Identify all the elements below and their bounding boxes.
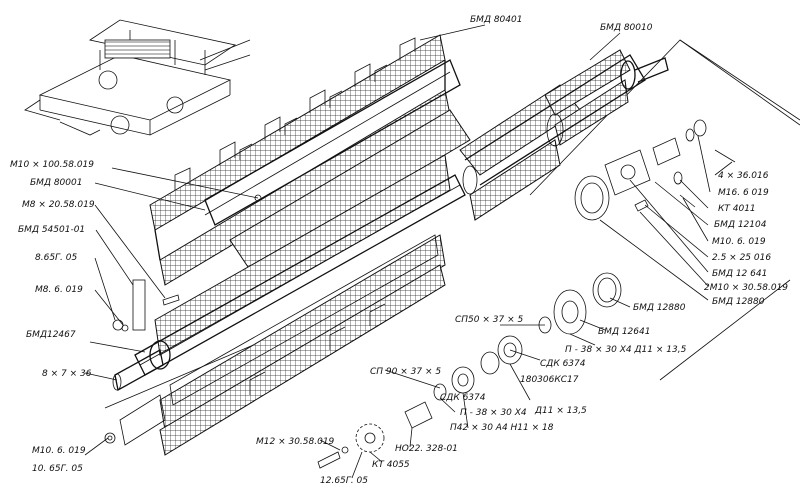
- label-sp90: СП 90 × 37 × 5: [370, 367, 441, 377]
- label-m10-100: М10 × 100.58.019: [10, 160, 94, 170]
- label-4x36: 4 × 36.016: [718, 171, 769, 181]
- bearing-group-frame: [104, 39, 800, 409]
- label-180306: 180306КС17: [520, 375, 579, 385]
- upper-beater-roll: [459, 49, 669, 221]
- label-sdk6374b: СДК 6374: [440, 393, 486, 403]
- label-shaft: 8 × 7 × 36: [42, 369, 92, 379]
- label-bmd80010: БМД 80010: [600, 23, 653, 33]
- upper-beater-frame: [149, 34, 471, 286]
- label-kt4011: КТ 4011: [718, 204, 756, 214]
- label-no22: НО22. 328-01: [395, 444, 458, 454]
- label-p865: 8.65Г. 05: [35, 253, 78, 263]
- label-m106: М10. 6. 019: [32, 446, 86, 456]
- label-p1265: 12.65Г. 05: [320, 476, 368, 486]
- label-bmd12880b: БМД 12880: [712, 297, 765, 307]
- label-kt4055: КТ 4055: [372, 460, 410, 470]
- label-sdk6374a: СДК 6374: [540, 359, 586, 369]
- label-p1065: 10. 65Г. 05: [32, 464, 83, 474]
- label-m86: М8. 6. 019: [35, 285, 83, 295]
- machine-overview-sketch: [24, 19, 251, 136]
- label-bmd80401: БМД 80401: [470, 15, 522, 25]
- label-d11b: Д11 × 13,5: [534, 406, 587, 416]
- label-bmd54501: БМД 54501-01: [18, 225, 85, 235]
- label-bmd80001: БМД 80001: [30, 178, 82, 188]
- label-bmd12880a: БМД 12880: [633, 303, 686, 313]
- label-m12-30: М12 × 30.58.019: [256, 437, 335, 447]
- label-m8-20: М8 × 20.58.019: [22, 200, 95, 210]
- upper-right-bearing-group: [574, 119, 736, 221]
- label-bmd12641a: БМД 12641: [598, 327, 650, 337]
- label-m166: М16. 6 019: [718, 188, 769, 198]
- label-p42: П42 × 30 А4 Н11 × 18: [450, 423, 554, 433]
- left-small-parts: [104, 279, 180, 444]
- label-bmd12467: БМД12467: [26, 330, 76, 340]
- label-sp50: СП50 × 37 × 5: [455, 315, 523, 325]
- leader-lines: [84, 24, 733, 479]
- part-labels: БМД 80401 БМД 80010 М10 × 100.58.019 БМД…: [10, 15, 788, 486]
- label-p38b: П - 38 × 30 Х4: [460, 408, 527, 418]
- label-bmd12641b: БМД 12 641: [712, 269, 767, 279]
- label-p25: 2.5 × 25 016: [712, 253, 771, 263]
- label-p38a: П - 38 × 30 Х4 Д11 × 13,5: [565, 345, 687, 355]
- label-m106b: М10. 6. 019: [712, 237, 766, 247]
- label-m10-30: 2М10 × 30.58.019: [704, 283, 788, 293]
- lower-long-beater: [112, 154, 466, 456]
- label-bmd12104: БМД 12104: [714, 220, 767, 230]
